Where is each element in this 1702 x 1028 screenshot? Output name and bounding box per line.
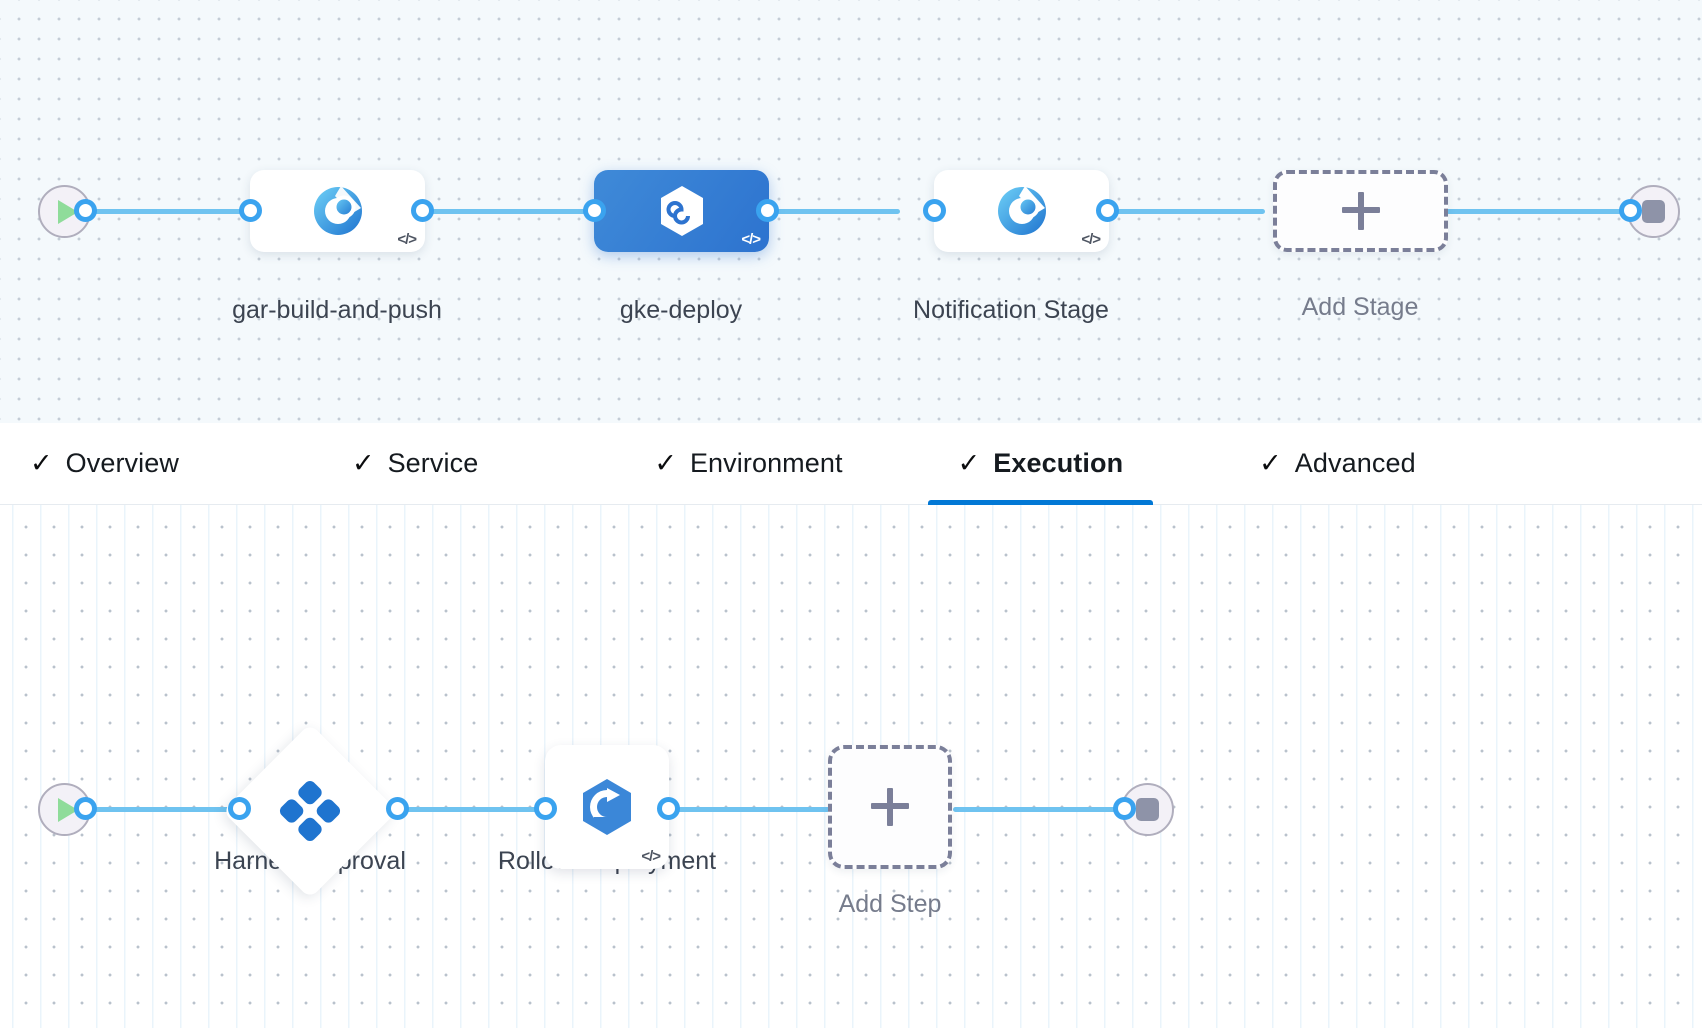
check-icon: ✓ xyxy=(351,448,375,478)
port-stage1-in[interactable] xyxy=(239,199,262,222)
tab-advanced[interactable]: ✓ Advanced xyxy=(1229,423,1446,505)
plus-icon xyxy=(871,788,909,826)
plus-icon xyxy=(1341,192,1380,230)
edge-rollout-to-add xyxy=(660,807,830,812)
yaml-code-badge: </> xyxy=(1081,231,1101,248)
active-tab-indicator xyxy=(927,499,1154,505)
port-stage3-out[interactable] xyxy=(1096,199,1119,222)
step-node-harness-approval[interactable] xyxy=(222,723,398,899)
stage-node-notification-stage[interactable]: </> xyxy=(934,170,1109,252)
yaml-code-badge: </> xyxy=(641,848,661,865)
edge-approval-to-rollout xyxy=(390,807,550,812)
stages-canvas[interactable]: </> gar-build-and-push </> gke-deploy xyxy=(0,0,1702,423)
edge-add-to-step-end xyxy=(953,807,1123,812)
port-stage1-out[interactable] xyxy=(411,199,434,222)
port-step-start-out[interactable] xyxy=(74,797,97,820)
tab-environment[interactable]: ✓ Environment xyxy=(624,423,872,505)
execution-steps-canvas[interactable]: HarnessApproval </> Rollout Deployment A… xyxy=(0,505,1702,1028)
ci-build-icon xyxy=(311,184,365,238)
port-approval-out[interactable] xyxy=(386,797,409,820)
tab-label: Service xyxy=(387,448,479,478)
port-end-in[interactable] xyxy=(1619,199,1642,222)
play-icon xyxy=(57,797,78,822)
port-stage2-in[interactable] xyxy=(583,199,606,222)
add-stage-button[interactable] xyxy=(1273,170,1448,252)
stage-label-gar-build-and-push: gar-build-and-push xyxy=(232,296,442,324)
step-node-rollout-deployment[interactable]: </> xyxy=(545,745,669,869)
add-stage-label: Add Stage xyxy=(1301,293,1419,321)
play-icon xyxy=(57,199,78,224)
yaml-code-badge: </> xyxy=(397,231,417,248)
check-icon: ✓ xyxy=(1259,448,1282,478)
port-stage3-in[interactable] xyxy=(923,199,946,222)
tab-overview[interactable]: ✓ Overview xyxy=(0,423,209,505)
tab-label: Environment xyxy=(689,448,843,478)
add-step-button[interactable] xyxy=(828,745,952,869)
stop-icon xyxy=(1642,200,1665,223)
tab-label: Overview xyxy=(65,448,179,478)
k8s-rollout-icon xyxy=(576,776,638,838)
stop-icon xyxy=(1136,798,1159,821)
edge-stage3-to-add xyxy=(1100,209,1265,214)
check-icon: ✓ xyxy=(654,448,677,478)
stage-node-gke-deploy[interactable]: </> xyxy=(594,170,769,252)
yaml-code-badge: </> xyxy=(741,231,761,248)
stage-label-notification-stage: Notification Stage xyxy=(913,296,1109,324)
port-approval-in[interactable] xyxy=(228,797,251,820)
edge-step-start-to-approval xyxy=(78,807,238,812)
edge-start-to-stage1 xyxy=(78,209,253,214)
stage-config-tabbar[interactable]: ✓ Overview ✓ Service ✓ Environment ✓ Exe… xyxy=(0,423,1702,505)
port-start-out[interactable] xyxy=(74,199,97,222)
edge-add-to-end xyxy=(1446,209,1626,214)
harness-approval-icon xyxy=(278,779,342,843)
port-rollout-in[interactable] xyxy=(534,797,557,820)
edge-stage1-to-stage2 xyxy=(415,209,595,214)
port-stage2-out[interactable] xyxy=(756,199,779,222)
edge-stage2-to-stage3 xyxy=(760,209,900,214)
check-icon: ✓ xyxy=(957,448,981,478)
tab-execution[interactable]: ✓ Execution xyxy=(927,423,1154,505)
stage-node-gar-build-and-push[interactable]: </> xyxy=(250,170,425,252)
tab-label: Execution xyxy=(993,448,1124,478)
cd-hexagon-infinity-icon xyxy=(654,183,710,239)
check-icon: ✓ xyxy=(30,448,53,478)
harness-approval-icon-wrap xyxy=(248,749,372,873)
port-step-end-in[interactable] xyxy=(1113,797,1136,820)
tab-service[interactable]: ✓ Service xyxy=(322,423,508,505)
port-rollout-out[interactable] xyxy=(657,797,680,820)
tab-label: Advanced xyxy=(1294,448,1416,478)
stage-label-gke-deploy: gke-deploy xyxy=(619,296,743,324)
ci-build-icon xyxy=(995,184,1049,238)
add-step-label: Add Step xyxy=(838,890,942,918)
